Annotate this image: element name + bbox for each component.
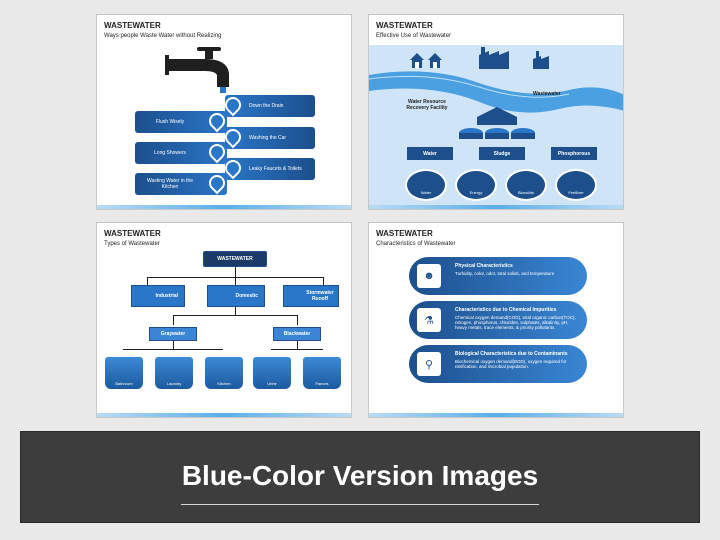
type-domestic: Domestic <box>207 285 265 307</box>
factory-icon <box>533 51 549 69</box>
source-bathroom: Bathroom <box>105 357 143 389</box>
characteristic-chemical: ⚗ Characteristics due to Chemical Impuri… <box>409 301 587 339</box>
slide-title: WASTEWATER <box>104 21 161 30</box>
item-long-showers: Long Showers <box>135 142 227 164</box>
version-banner: Blue-Color Version Images <box>20 431 700 523</box>
slide-subtitle: Characteristics of Wastewater <box>376 241 456 247</box>
connector-line <box>297 315 298 325</box>
person-icon: ☻ <box>417 264 441 288</box>
domestic-blackwater: Blackwater <box>273 327 321 341</box>
magnifier-icon: ⚲ <box>417 352 441 376</box>
source-faeces: Faeces <box>303 357 341 389</box>
slide-thumbnail-ways-to-waste[interactable]: WASTEWATER Ways people Waste Water witho… <box>96 14 352 210</box>
type-industrial: Industrial <box>131 285 185 307</box>
item-down-the-drain: Down the Drain <box>225 95 315 117</box>
item-leaky-faucets: Leaky Faucets & Toilets <box>225 158 315 180</box>
faucet-icon <box>165 47 229 93</box>
source-kitchen: Kitchen <box>205 357 243 389</box>
connector-line <box>323 277 324 285</box>
connector-line <box>147 277 148 285</box>
house-icon <box>410 53 442 68</box>
banner-title: Blue-Color Version Images <box>181 460 539 491</box>
wastewater-label: Wastewater <box>533 91 561 97</box>
output-sludge: Sludge <box>479 147 525 160</box>
slide-thumbnail-effective-use[interactable]: WASTEWATER Effective Use of Wastewater W… <box>368 14 624 210</box>
source-urine: Urine <box>253 357 291 389</box>
connector-line <box>271 349 323 350</box>
microscope-icon: ⚗ <box>417 308 441 332</box>
source-laundry: Laundry <box>155 357 193 389</box>
connector-line <box>235 277 236 285</box>
slide-subtitle: Types of Wastewater <box>104 241 160 247</box>
use-water: Water <box>405 169 447 201</box>
output-phosphorous: Phosphorous <box>551 147 597 160</box>
slide-footer-bar <box>369 205 623 209</box>
domestic-graywater: Graywater <box>149 327 197 341</box>
use-biosolids: Biosolids <box>505 169 547 201</box>
connector-line <box>123 349 223 350</box>
slide-footer-bar <box>97 413 351 417</box>
characteristic-physical: ☻ Physical Characteristics Turbidity, co… <box>409 257 587 295</box>
type-stormwater: Stormwater Runoff <box>283 285 339 307</box>
use-energy: Energy <box>455 169 497 201</box>
connector-line <box>173 341 174 349</box>
slide-footer-bar <box>97 205 351 209</box>
slide-title: WASTEWATER <box>104 229 161 238</box>
connector-line <box>235 267 236 277</box>
connector-line <box>297 341 298 349</box>
output-water: Water <box>407 147 453 160</box>
slide-title: WASTEWATER <box>376 21 433 30</box>
item-flush-wisely: Flush Wisely <box>135 111 227 133</box>
item-washing-car: Washing the Car <box>225 127 315 149</box>
banner-underline <box>181 504 539 505</box>
river-graphic <box>369 71 623 113</box>
connector-line <box>235 307 236 315</box>
characteristic-biological: ⚲ Biological Characteristics due to Cont… <box>409 345 587 383</box>
root-node: WASTEWATER <box>203 251 267 267</box>
slide-thumbnail-characteristics[interactable]: WASTEWATER Characteristics of Wastewater… <box>368 222 624 418</box>
slide-footer-bar <box>369 413 623 417</box>
slide-title: WASTEWATER <box>376 229 433 238</box>
use-fertilizer: Fertilizer <box>555 169 597 201</box>
slide-subtitle: Effective Use of Wastewater <box>376 33 452 39</box>
slide-subtitle: Ways people Waste Water without Realizin… <box>104 33 222 39</box>
factory-icon <box>479 47 509 69</box>
treatment-plant-icon <box>459 107 535 139</box>
item-wasting-water-kitchen: Wasting Water in the Kitchen <box>135 173 227 195</box>
slide-thumbnail-types[interactable]: WASTEWATER Types of Wastewater WASTEWATE… <box>96 222 352 418</box>
connector-line <box>173 315 174 325</box>
connector-line <box>173 315 297 316</box>
facility-label: Water Resource Recovery Facility <box>406 99 448 111</box>
